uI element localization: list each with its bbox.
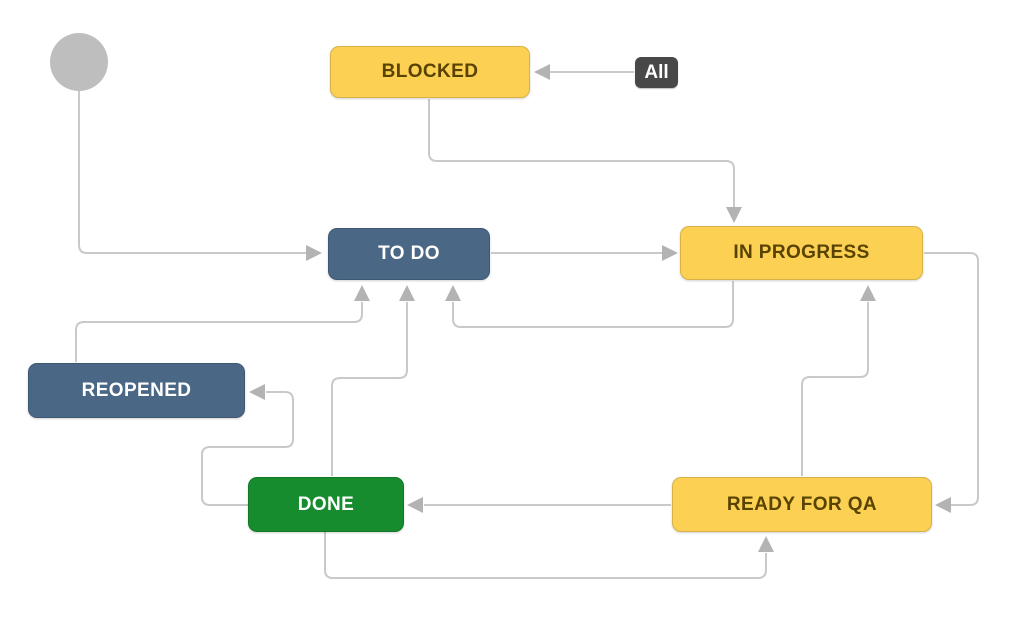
transition-ready-for-qa-to-in-progress[interactable] <box>801 285 876 476</box>
transition-reopened-to-todo[interactable] <box>75 285 370 362</box>
transition-todo-to-in-progress[interactable] <box>491 245 678 261</box>
arrowhead-icon <box>935 497 951 513</box>
status-label-ready-for-qa: READY FOR QA <box>726 493 878 515</box>
global-transition-badge-label: All <box>644 61 669 83</box>
status-label-reopened: REOPENED <box>81 379 192 401</box>
transition-ready-for-qa-to-done[interactable] <box>407 497 671 513</box>
arrowhead-icon <box>860 285 876 301</box>
arrowhead-icon <box>726 207 742 223</box>
workflow-start-node[interactable] <box>50 33 108 91</box>
transition-blocked-to-in-progress[interactable] <box>428 99 742 223</box>
transition-done-to-todo[interactable] <box>331 285 415 476</box>
transition-done-to-reopened[interactable] <box>201 384 294 506</box>
transition-start-to-todo[interactable] <box>78 91 322 261</box>
transition-in-progress-to-todo[interactable] <box>445 281 734 328</box>
status-label-todo: TO DO <box>378 243 440 264</box>
status-node-ready-for-qa[interactable]: READY FOR QA <box>672 477 932 532</box>
arrowhead-icon <box>354 285 370 301</box>
status-label-in-progress: IN PROGRESS <box>733 242 870 263</box>
arrowhead-icon <box>758 536 774 552</box>
status-label-done: DONE <box>297 493 355 515</box>
arrowhead-icon <box>445 285 461 301</box>
transition-in-progress-to-ready-for-qa[interactable] <box>924 252 979 513</box>
arrowhead-icon <box>534 64 550 80</box>
arrowhead-icon <box>306 245 322 261</box>
status-node-todo[interactable]: TO DO <box>328 228 490 280</box>
status-node-done[interactable]: DONE <box>248 477 404 532</box>
status-node-reopened[interactable]: REOPENED <box>28 363 245 418</box>
status-node-blocked[interactable]: BLOCKED <box>330 46 530 98</box>
transition-all-to-blocked[interactable] <box>534 64 634 80</box>
global-transition-badge[interactable]: All <box>635 57 678 88</box>
arrowhead-icon <box>407 497 423 513</box>
status-node-in-progress[interactable]: IN PROGRESS <box>680 226 923 280</box>
arrowhead-icon <box>662 245 678 261</box>
arrowhead-icon <box>399 285 415 301</box>
arrowhead-icon <box>249 384 265 400</box>
transition-done-to-ready-for-qa[interactable] <box>324 532 774 579</box>
status-label-blocked: BLOCKED <box>381 61 479 82</box>
